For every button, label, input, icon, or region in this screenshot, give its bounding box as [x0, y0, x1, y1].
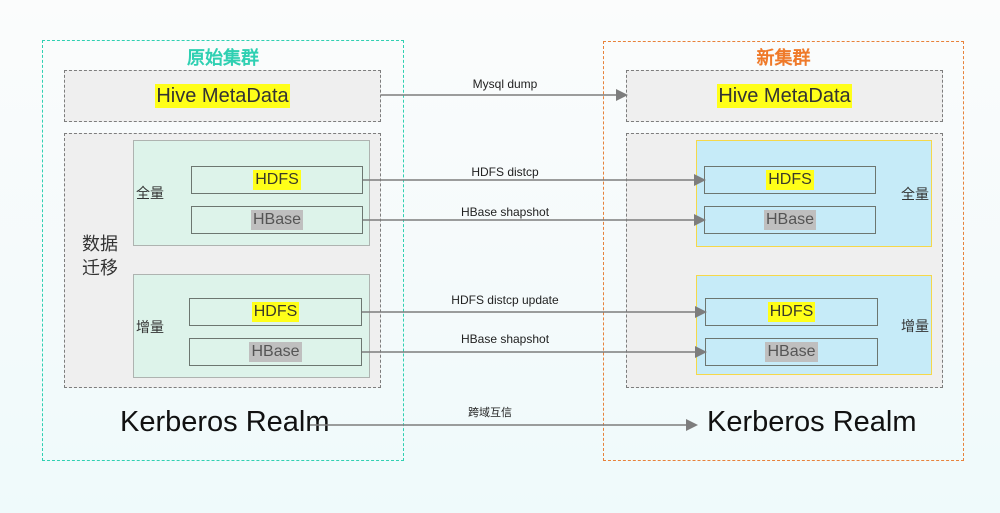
source-incr-hdfs-label: HDFS	[251, 302, 300, 322]
target-incr-hdfs-box: HDFS	[705, 298, 878, 326]
data-migration-label-line2: 迁移	[82, 258, 118, 278]
source-hive-metadata-box: Hive MetaData	[64, 70, 381, 122]
source-hive-metadata-label: Hive MetaData	[155, 84, 290, 108]
target-full-hdfs-box: HDFS	[704, 166, 876, 194]
source-full-hdfs-label: HDFS	[253, 170, 301, 190]
target-hive-metadata-label: Hive MetaData	[717, 84, 852, 108]
source-incr-hbase-label: HBase	[249, 342, 302, 362]
target-cluster-title: 新集群	[756, 48, 811, 68]
target-kerberos-realm: Kerberos Realm	[707, 406, 917, 438]
source-incr-hdfs-box: HDFS	[189, 298, 362, 326]
source-full-hbase-box: HBase	[191, 206, 363, 234]
source-incr-hbase-box: HBase	[189, 338, 362, 366]
source-kerberos-realm: Kerberos Realm	[120, 406, 330, 438]
target-cluster-container	[603, 41, 964, 461]
edge-label-hdfs-distcp: HDFS distcp	[471, 165, 539, 179]
edge-label-mysql-dump: Mysql dump	[472, 77, 538, 91]
target-full-hbase-box: HBase	[704, 206, 876, 234]
source-full-label: 全量	[136, 185, 164, 201]
edge-label-hdfs-distcp-update: HDFS distcp update	[451, 293, 559, 307]
target-incr-hbase-box: HBase	[705, 338, 878, 366]
source-full-hbase-label: HBase	[250, 210, 304, 230]
edge-label-incr-hbase-snapshot: HBase shapshot	[460, 332, 550, 346]
data-migration-label-line1: 数据	[82, 234, 118, 254]
source-full-hdfs-box: HDFS	[191, 166, 363, 194]
target-incr-hbase-label: HBase	[765, 342, 818, 362]
source-cluster-container	[42, 40, 404, 461]
source-cluster-title: 原始集群	[187, 48, 259, 68]
data-migration-label: 数据 迁移	[82, 232, 118, 280]
target-full-hbase-label: HBase	[763, 210, 817, 230]
target-incremental-label: 增量	[901, 318, 929, 334]
edge-label-full-hbase-snapshot: HBase shapshot	[460, 205, 550, 219]
target-incr-hdfs-label: HDFS	[767, 302, 816, 322]
source-incremental-label: 增量	[136, 319, 164, 335]
source-incremental-group	[133, 274, 370, 378]
target-full-hdfs-label: HDFS	[766, 170, 814, 190]
target-hive-metadata-box: Hive MetaData	[626, 70, 943, 122]
target-full-label: 全量	[901, 186, 929, 202]
edge-label-realm-trust: 跨域互信	[468, 407, 512, 419]
